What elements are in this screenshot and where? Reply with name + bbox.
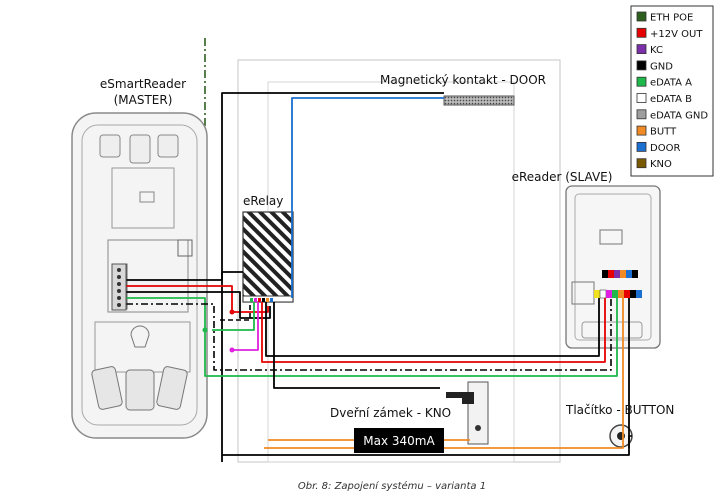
- door-contact-title: Magnetický kontakt - DOOR: [380, 73, 546, 87]
- legend-swatch: [636, 93, 647, 103]
- door-lock-device: [446, 381, 489, 445]
- legend-swatch: [636, 158, 647, 169]
- legend-label: +12V OUT: [650, 29, 703, 40]
- magnetic-contact: [443, 95, 515, 106]
- lock-title: Dveřní zámek - KNO: [330, 406, 451, 420]
- legend-label: ETH POE: [650, 13, 693, 24]
- figure-caption: Obr. 8: Zapojení systému – varianta 1: [298, 480, 486, 492]
- button-title: Tlačítko - BUTTON: [565, 403, 674, 417]
- max-current-box: [354, 428, 444, 453]
- slave-terminal-block: [594, 270, 642, 299]
- legend-swatch: [636, 60, 647, 71]
- legend-label: eDATA B: [650, 94, 692, 105]
- relay-title: eRelay: [243, 194, 283, 208]
- legend-swatch: [636, 109, 647, 120]
- max-current-label: Max 340mA: [363, 434, 435, 448]
- legend-swatch: [636, 44, 647, 54]
- legend-label: eDATA A: [650, 78, 692, 89]
- relay-terminal-block: [250, 298, 273, 302]
- legend-label: BUTT: [650, 127, 677, 138]
- master-subtitle: (MASTER): [114, 93, 173, 107]
- legend-swatch: [636, 141, 647, 152]
- legend: ETH POE +12V OUT KC GND eDATA A eDATA B eDATA …: [630, 5, 714, 177]
- wire-junction-green: [202, 327, 208, 333]
- esmartreader-master-device: [71, 112, 208, 439]
- erelay-module: [242, 211, 294, 303]
- legend-label: GND: [650, 61, 673, 72]
- legend-label: KNO: [650, 159, 672, 170]
- button-device: [609, 424, 633, 448]
- legend-swatch: [636, 11, 647, 22]
- legend-swatch: [636, 125, 647, 136]
- legend-swatch: [636, 27, 647, 38]
- legend-swatch: [636, 76, 647, 87]
- wire-junction-red: [229, 309, 235, 315]
- wire-junction-magenta: [229, 347, 235, 353]
- ereader-slave-device: [565, 185, 661, 349]
- legend-label: DOOR: [650, 143, 680, 154]
- legend-label: eDATA GND: [650, 110, 708, 121]
- master-title: eSmartReader: [100, 77, 186, 91]
- legend-label: KC: [650, 45, 663, 56]
- master-terminal-block: [111, 263, 127, 311]
- slave-title: eReader (SLAVE): [512, 170, 613, 184]
